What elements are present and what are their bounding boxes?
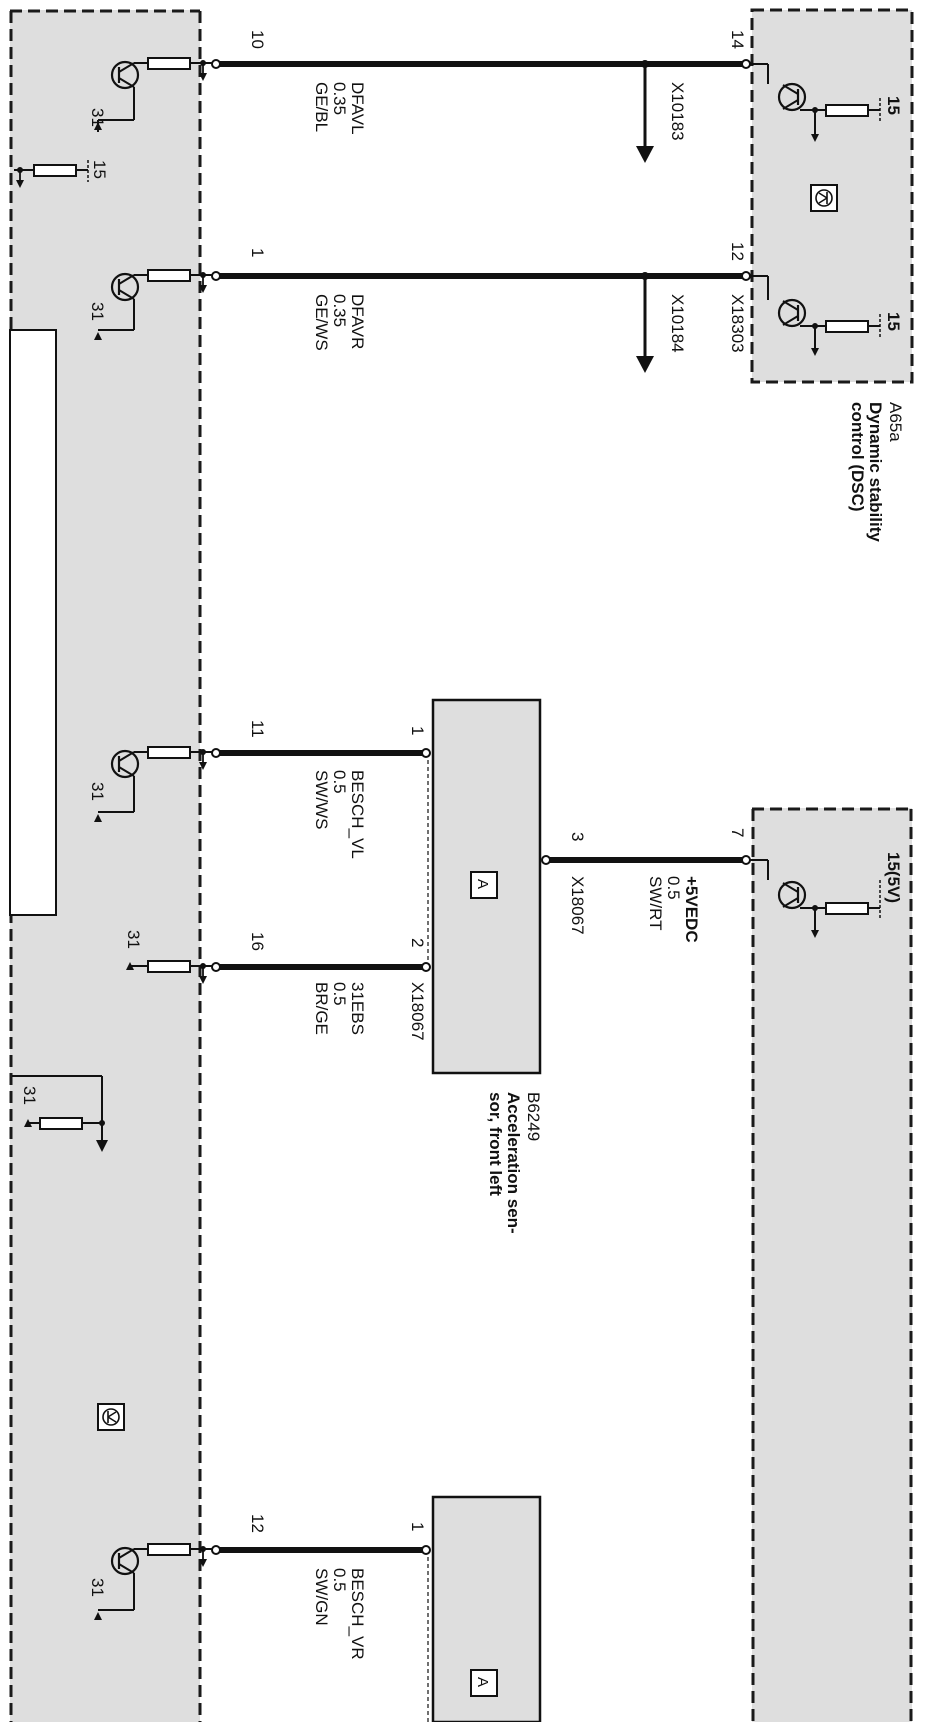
wire-dfavr-signal: DFAVR xyxy=(348,294,367,349)
terminal-31-label: 31 xyxy=(88,302,107,321)
sensor-right-symbol: A xyxy=(470,1669,498,1697)
wire-31ebs-color: BR/GE xyxy=(312,982,331,1035)
sensor-b6249-pin-2: 2 xyxy=(408,938,427,947)
wire-dfavr-gauge: 0.35 xyxy=(330,294,349,327)
analog-sensor-icon xyxy=(470,871,498,899)
terminal-31-label: 31 xyxy=(88,782,107,801)
wire-besch-vl-color: SW/WS xyxy=(312,770,331,830)
left-pin-11: 11 xyxy=(248,720,267,738)
resistor-icon xyxy=(147,746,191,759)
resistor-icon xyxy=(39,1117,83,1130)
resistor-icon xyxy=(147,269,191,282)
resistor-icon xyxy=(825,902,869,915)
sensor-b6249-name-line2: sor, front left xyxy=(486,1092,505,1196)
dsc-pin-14: 14 xyxy=(728,30,747,49)
dsc-connector-label: X18303 xyxy=(728,294,747,353)
left-circuit-terminal15: 15 xyxy=(14,160,109,189)
dsc-pin-12: 12 xyxy=(728,242,747,261)
wire-5vedc-signal: +5VEDC xyxy=(682,876,701,943)
wire-dfavl-signal: DFAVL xyxy=(348,82,367,135)
power-module xyxy=(752,808,912,1722)
wire-dfavl-connector: X10183 xyxy=(668,82,687,141)
left-pin-16: 16 xyxy=(248,932,267,951)
sensor-right-pin-1: 1 xyxy=(408,1522,427,1531)
wire-besch-vr-gauge: 0.5 xyxy=(330,1568,349,1592)
power-pin-7: 7 xyxy=(728,828,747,837)
wire-besch-vl-gauge: 0.5 xyxy=(330,770,349,794)
left-circuit-pin10: 31 xyxy=(88,57,212,132)
resistor-icon xyxy=(825,104,869,117)
power-circuit-pin7: 15(5V) xyxy=(750,852,903,938)
sensor-right-symbol-text: A xyxy=(474,1677,491,1687)
sensor-b6249-pin-3: 3 xyxy=(568,832,587,841)
left-circuit-pin12: 31 xyxy=(88,1543,212,1620)
left-pin-10: 10 xyxy=(248,30,267,49)
sensor-b6249-name-line1: Acceleration sen- xyxy=(504,1092,523,1234)
left-unit-inner-box xyxy=(9,329,57,916)
resistor-icon xyxy=(147,1543,191,1556)
sensor-b6249-code: B6249 xyxy=(524,1092,543,1141)
wire-31ebs-connector: X18067 xyxy=(408,982,427,1041)
terminal-31-label: 31 xyxy=(88,108,107,127)
left-unit-module-symbol xyxy=(97,1403,125,1431)
sensor-b6249-pin-1: 1 xyxy=(408,726,427,735)
dsc-module-name-line1: Dynamic stability xyxy=(866,402,885,542)
wire-besch-vr-color: SW/GN xyxy=(312,1568,331,1626)
wire-besch-vl-signal: BESCH_VL xyxy=(348,770,367,859)
dsc-module-name-line2: control (DSC) xyxy=(848,402,867,512)
wire-besch-vr-signal: BESCH_VR xyxy=(348,1568,367,1660)
power-terminal-label: 15(5V) xyxy=(884,852,903,903)
wire-dfavl xyxy=(220,60,742,163)
left-circuit-pin1: 31 xyxy=(88,269,212,340)
wire-besch-vl xyxy=(220,750,429,967)
dsc-terminal-15-label: 15 xyxy=(884,312,903,331)
wire-5vedc-connector: X18067 xyxy=(568,876,587,935)
dsc-circuit-pin12: 15 xyxy=(750,275,903,356)
terminal-31-label: 31 xyxy=(20,1086,39,1105)
left-pin-1: 1 xyxy=(248,248,267,257)
wire-dfavr-color: GE/WS xyxy=(312,294,331,351)
analog-sensor-icon xyxy=(470,1669,498,1697)
wire-31ebs-signal: 31EBS xyxy=(348,982,367,1035)
left-pin-12: 12 xyxy=(248,1514,267,1533)
electronic-module-icon xyxy=(97,1403,125,1431)
dsc-module-symbol xyxy=(810,184,838,212)
wire-dfavr-connector: X10184 xyxy=(668,294,687,353)
left-circuit-pin11: 31 xyxy=(88,746,212,822)
resistor-icon xyxy=(147,960,191,973)
resistor-icon xyxy=(825,320,869,333)
left-circuit-pin16: 31 xyxy=(124,930,212,985)
terminal-15-label: 15 xyxy=(90,160,109,179)
dsc-module-code: A65a xyxy=(886,402,905,442)
wire-dfavl-color: GE/BL xyxy=(312,82,331,132)
wire-dfavl-gauge: 0.35 xyxy=(330,82,349,115)
terminal-31-label: 31 xyxy=(124,930,143,949)
sensor-b6249-symbol-text: A xyxy=(474,879,491,889)
electronic-module-icon xyxy=(810,184,838,212)
left-circuit-ground-ref: 31 xyxy=(12,1075,108,1152)
wire-31ebs-gauge: 0.5 xyxy=(330,982,349,1006)
wire-dfavr xyxy=(220,272,742,373)
dsc-terminal-15-label: 15 xyxy=(884,96,903,115)
terminal-31-label: 31 xyxy=(88,1578,107,1597)
wire-5vedc-color: SW/RT xyxy=(646,876,665,930)
resistor-icon xyxy=(33,164,77,177)
sensor-b6249-symbol: A xyxy=(470,871,498,899)
resistor-icon xyxy=(147,57,191,70)
wire-besch-vr xyxy=(220,1547,429,1722)
wire-5vedc-gauge: 0.5 xyxy=(664,876,683,900)
dsc-circuit-pin14: 15 xyxy=(750,63,903,142)
